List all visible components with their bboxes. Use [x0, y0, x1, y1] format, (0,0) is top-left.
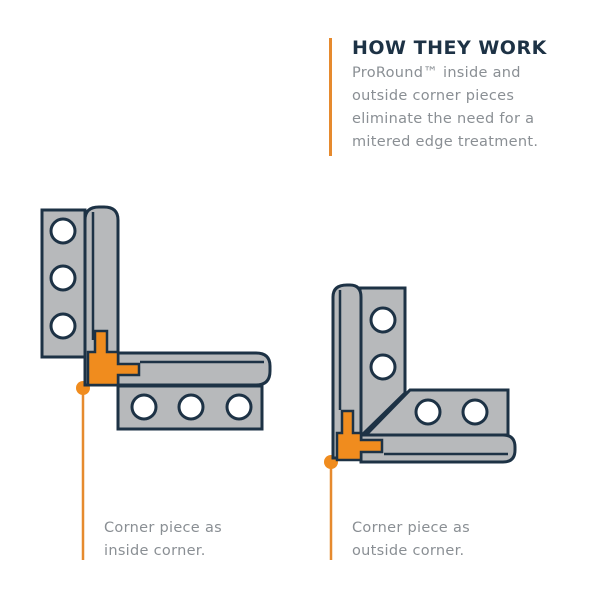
inside-vertical-tile-hole: [49, 217, 77, 245]
heading-block: HOW THEY WORK ProRound™ inside and outsi…: [352, 36, 592, 154]
outside-corner-diagram: [324, 283, 517, 560]
outside-corner-piece: [335, 409, 384, 462]
outside-horizontal-tile-hole: [414, 398, 442, 426]
inside-horizontal-tile-hole: [225, 393, 253, 421]
inside-horizontal-tile-hole: [177, 393, 205, 421]
outside-vertical-tile-hole: [369, 353, 397, 381]
inside-horizontal-tile-hole: [130, 393, 158, 421]
inside-corner-piece: [86, 329, 141, 387]
outside-horizontal-trim: [359, 433, 517, 464]
inside-corner-diagram: [40, 205, 272, 560]
outside-caption-line-1: Corner piece as: [352, 520, 470, 536]
outside-corner-caption: Corner piece as outside corner.: [352, 517, 470, 563]
heading-accent-rule: [329, 38, 332, 156]
heading-body: ProRound™ inside and outside corner piec…: [352, 62, 592, 154]
heading-title: HOW THEY WORK: [352, 37, 547, 59]
inside-vertical-tile-hole: [49, 264, 77, 292]
heading-line-4: mitered edge treatment.: [352, 134, 539, 150]
outside-caption-line-2: outside corner.: [352, 543, 465, 559]
heading-line-1: ProRound™ inside and: [352, 65, 521, 81]
heading-line-2: outside corner pieces: [352, 88, 515, 104]
outside-vertical-tile-hole: [369, 306, 397, 334]
heading-line-3: eliminate the need for a: [352, 111, 535, 127]
inside-horizontal-trim: [116, 351, 272, 387]
inside-caption-line-2: inside corner.: [104, 543, 206, 559]
outside-horizontal-tile-hole: [461, 398, 489, 426]
inside-vertical-tile-hole: [49, 312, 77, 340]
inside-corner-caption: Corner piece as inside corner.: [104, 517, 222, 563]
inside-caption-line-1: Corner piece as: [104, 520, 222, 536]
